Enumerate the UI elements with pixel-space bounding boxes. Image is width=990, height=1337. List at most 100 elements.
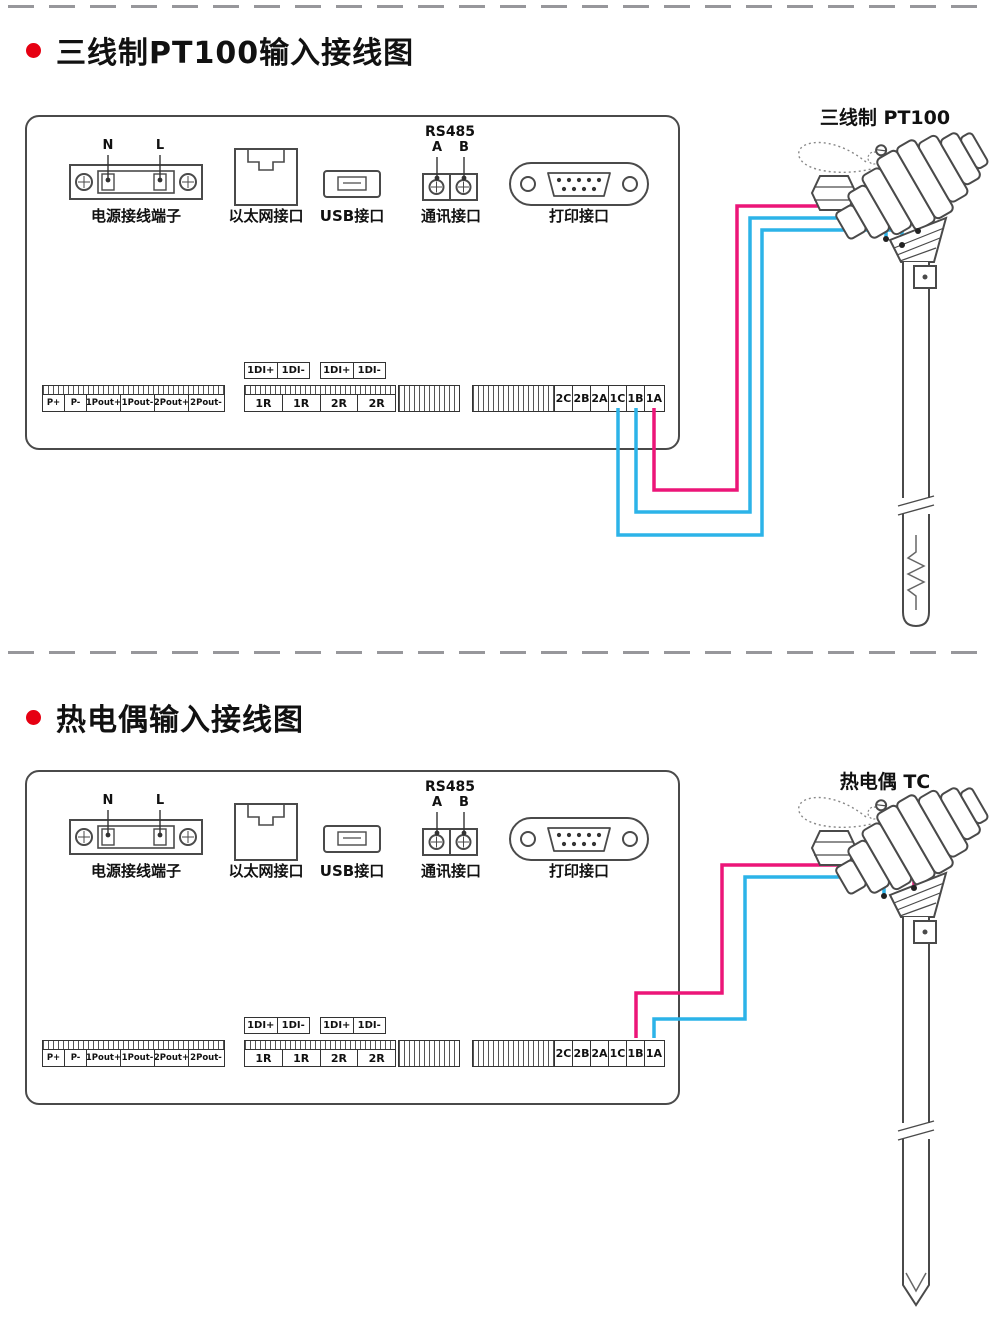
power-pin-l-label: L bbox=[155, 793, 165, 808]
unlabeled-terminal-strip bbox=[398, 385, 460, 412]
section-title: 三线制PT100输入接线图 bbox=[56, 36, 415, 71]
relay-terminal-strip: 1R 1R 2R 2R bbox=[244, 1040, 396, 1067]
power-leader-lines bbox=[105, 155, 163, 183]
wire-pink-1a bbox=[652, 204, 920, 492]
terminal-cell-2a: 2A bbox=[591, 1041, 609, 1066]
rs485-pin-a-label: A bbox=[431, 140, 443, 155]
terminal-cell: P+ bbox=[43, 395, 65, 411]
terminal-screws-hatch bbox=[245, 386, 395, 395]
hex-nut-icon bbox=[810, 175, 858, 211]
wire-cyan-1a bbox=[652, 875, 886, 1038]
power-port-label: 电源接线端子 bbox=[90, 207, 181, 225]
terminal-cell: P+ bbox=[43, 1050, 65, 1066]
terminal-cell: 2Pout- bbox=[190, 1053, 222, 1063]
wire-terminal-dots bbox=[881, 885, 917, 899]
terminal-cell-2b: 2B bbox=[573, 1041, 591, 1066]
sensor-type-label: 热电偶 TC bbox=[839, 771, 931, 793]
terminal-cell: 1DI+ bbox=[245, 1018, 278, 1033]
terminal-cell-2c: 2C bbox=[555, 386, 573, 411]
red-bullet-icon bbox=[26, 42, 41, 58]
terminal-cell-2a: 2A bbox=[591, 386, 609, 411]
wire-terminal-dots bbox=[883, 228, 921, 248]
section-pt100: 三线制PT100输入接线图 bbox=[0, 0, 990, 655]
terminal-cell: 2R bbox=[321, 395, 359, 411]
printer-port-label: 打印接口 bbox=[548, 862, 609, 880]
mounting-box bbox=[913, 265, 937, 289]
terminal-cell: 2R bbox=[368, 396, 385, 410]
power-port-label: 电源接线端子 bbox=[90, 862, 181, 880]
di-terminal-block-1: 1DI+ 1DI- bbox=[244, 1017, 310, 1034]
dashed-divider-top bbox=[8, 5, 982, 8]
terminal-screws-hatch bbox=[43, 386, 224, 395]
ethernet-port-label: 以太网接口 bbox=[228, 207, 304, 225]
pt100-sensor-graphic bbox=[798, 132, 989, 628]
dashed-divider-middle bbox=[8, 651, 982, 654]
recorder-rear-panel: N L RS485 A B 电源接线端子 以太网接口 USB接口 通讯接口 打印… bbox=[25, 770, 680, 1105]
ethernet-port-icon bbox=[234, 148, 298, 206]
terminal-cell: 1DI+ bbox=[321, 363, 354, 378]
terminal-cell: 1Pout+ bbox=[87, 1050, 121, 1066]
threaded-neck bbox=[888, 871, 948, 918]
sensor-type-label: 三线制 PT100 bbox=[819, 107, 951, 129]
rs485-pin-a-label: A bbox=[431, 795, 443, 810]
probe-tube bbox=[902, 262, 930, 628]
terminal-screws-hatch bbox=[399, 1041, 459, 1066]
panel-ports-graphic bbox=[69, 148, 649, 206]
di-terminal-block-2: 1DI+ 1DI- bbox=[320, 362, 386, 379]
terminal-cell: 1R bbox=[245, 1050, 283, 1066]
terminal-cell-1b: 1B bbox=[627, 386, 645, 411]
panel-ports-graphic bbox=[69, 803, 649, 861]
usb-port-icon bbox=[323, 825, 381, 853]
terminal-cell: 1Pout- bbox=[121, 1050, 155, 1066]
terminal-cell: 1DI+ bbox=[245, 363, 278, 378]
terminal-cell: 2Pout+ bbox=[155, 1050, 189, 1066]
rs485-port-label: 通讯接口 bbox=[420, 862, 481, 880]
section-thermocouple: 热电偶输入接线图 bbox=[0, 655, 990, 1337]
section-title: 热电偶输入接线图 bbox=[56, 703, 304, 738]
terminal-cell-2b: 2B bbox=[573, 386, 591, 411]
rs485-pin-b-label: B bbox=[459, 140, 469, 155]
power-pin-n-label: N bbox=[102, 793, 114, 808]
terminal-cell: 1DI- bbox=[357, 1020, 381, 1031]
rs485-port-label: 通讯接口 bbox=[420, 207, 481, 225]
printer-port-icon bbox=[509, 162, 649, 206]
rs485-title: RS485 bbox=[424, 124, 476, 140]
di-terminal-block-2: 1DI+ 1DI- bbox=[320, 1017, 386, 1034]
analog-input-terminal-strip: 2C 2B 2A 1C 1B 1A bbox=[472, 1040, 665, 1067]
ethernet-port-label: 以太网接口 bbox=[228, 862, 304, 880]
terminal-cell: 2R bbox=[368, 1051, 385, 1065]
printer-port-icon bbox=[509, 817, 649, 861]
section-title-row: 三线制PT100输入接线图 bbox=[26, 28, 414, 72]
di-terminal-block-1: 1DI+ 1DI- bbox=[244, 362, 310, 379]
tc-sensor-graphic bbox=[798, 787, 989, 1307]
terminal-cell: 2R bbox=[321, 1050, 359, 1066]
ethernet-port-icon bbox=[234, 803, 298, 861]
usb-port-icon bbox=[323, 170, 381, 198]
power-output-terminal-strip: P+ P- 1Pout+ 1Pout- 2Pout+ 2Pout- bbox=[42, 1040, 225, 1067]
terminal-cell-2c: 2C bbox=[555, 1041, 573, 1066]
red-bullet-icon bbox=[26, 709, 41, 725]
power-leader-lines bbox=[105, 810, 163, 838]
terminal-cell: P- bbox=[65, 1050, 87, 1066]
power-output-terminal-strip: P+ P- 1Pout+ 1Pout- 2Pout+ 2Pout- bbox=[42, 385, 225, 412]
power-terminal-graphic bbox=[69, 164, 203, 200]
terminal-cell: 1DI- bbox=[357, 365, 381, 376]
terminal-cell: 2Pout- bbox=[190, 398, 222, 408]
recorder-rear-panel: N L RS485 A B 电源接线端子 以太网接口 USB接口 通讯接口 打印… bbox=[25, 115, 680, 450]
mounting-box bbox=[913, 920, 937, 944]
threaded-neck bbox=[888, 216, 948, 263]
cap-chain-icon bbox=[798, 796, 872, 829]
terminal-cell: P- bbox=[65, 395, 87, 411]
rs485-terminal-graphic bbox=[422, 812, 478, 856]
terminal-cell-1b: 1B bbox=[627, 1041, 645, 1066]
tc-junction-icon bbox=[905, 1272, 927, 1293]
rtd-element-icon bbox=[906, 535, 926, 610]
analog-input-terminal-strip: 2C 2B 2A 1C 1B 1A bbox=[472, 385, 665, 412]
terminal-screws-hatch bbox=[399, 386, 459, 411]
usb-port-label: USB接口 bbox=[319, 207, 385, 225]
terminal-cell: 1R bbox=[245, 395, 283, 411]
rs485-title: RS485 bbox=[424, 779, 476, 795]
terminal-cell: 1R bbox=[283, 395, 321, 411]
terminal-cell-1a: 1A bbox=[645, 1047, 663, 1060]
